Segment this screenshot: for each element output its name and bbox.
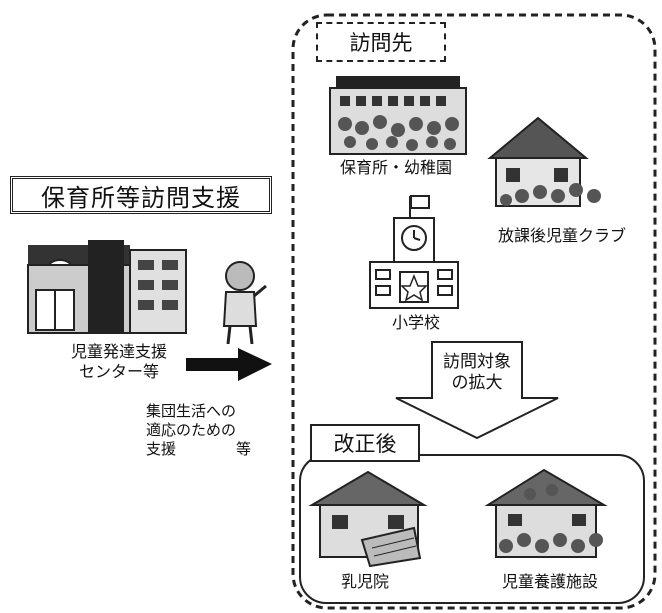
expansion-line1: 訪問対象 bbox=[443, 352, 511, 372]
visit-destination-tag: 訪問先 bbox=[316, 22, 446, 62]
support-note: 集団生活への 適応のための 支援 等 bbox=[146, 402, 266, 458]
expansion-label: 訪問対象 の拡大 bbox=[432, 352, 522, 395]
worker-icon bbox=[222, 261, 267, 345]
page-title: 保育所等訪問支援 bbox=[10, 176, 272, 214]
center-label: 児童発達支援 センター等 bbox=[54, 342, 184, 382]
elementary-label: 小学校 bbox=[391, 313, 440, 332]
infant-home-label: 乳児院 bbox=[340, 572, 389, 591]
down-arrow-icon bbox=[395, 341, 559, 440]
infant-home-icon bbox=[308, 470, 428, 568]
support-note-line3-left: 支援 bbox=[146, 439, 177, 458]
center-building-icon bbox=[27, 240, 187, 334]
right-arrow-icon bbox=[186, 348, 272, 381]
support-note-line2: 適応のための bbox=[146, 420, 237, 439]
nursery-label: 保育所・幼稚園 bbox=[339, 158, 452, 177]
elementary-school-icon bbox=[369, 195, 459, 309]
visit-destination-frame bbox=[291, 13, 657, 610]
school-building-icon bbox=[329, 76, 467, 155]
revision-tag: 改正後 bbox=[310, 424, 420, 462]
childcare-facility-icon bbox=[484, 468, 608, 558]
center-label-line1: 児童発達支援 bbox=[70, 342, 167, 361]
afterschool-label: 放課後児童クラブ bbox=[497, 226, 626, 245]
center-label-line2: センター等 bbox=[78, 362, 159, 381]
support-note-line3: 支援 等 bbox=[146, 440, 251, 459]
childcare-facility-label: 児童養護施設 bbox=[501, 572, 598, 591]
expansion-line2: の拡大 bbox=[451, 373, 503, 394]
house-icon bbox=[487, 116, 601, 207]
revision-frame bbox=[299, 454, 645, 604]
support-note-line1: 集団生活への bbox=[146, 402, 237, 420]
support-note-line3-right: 等 bbox=[235, 439, 251, 458]
